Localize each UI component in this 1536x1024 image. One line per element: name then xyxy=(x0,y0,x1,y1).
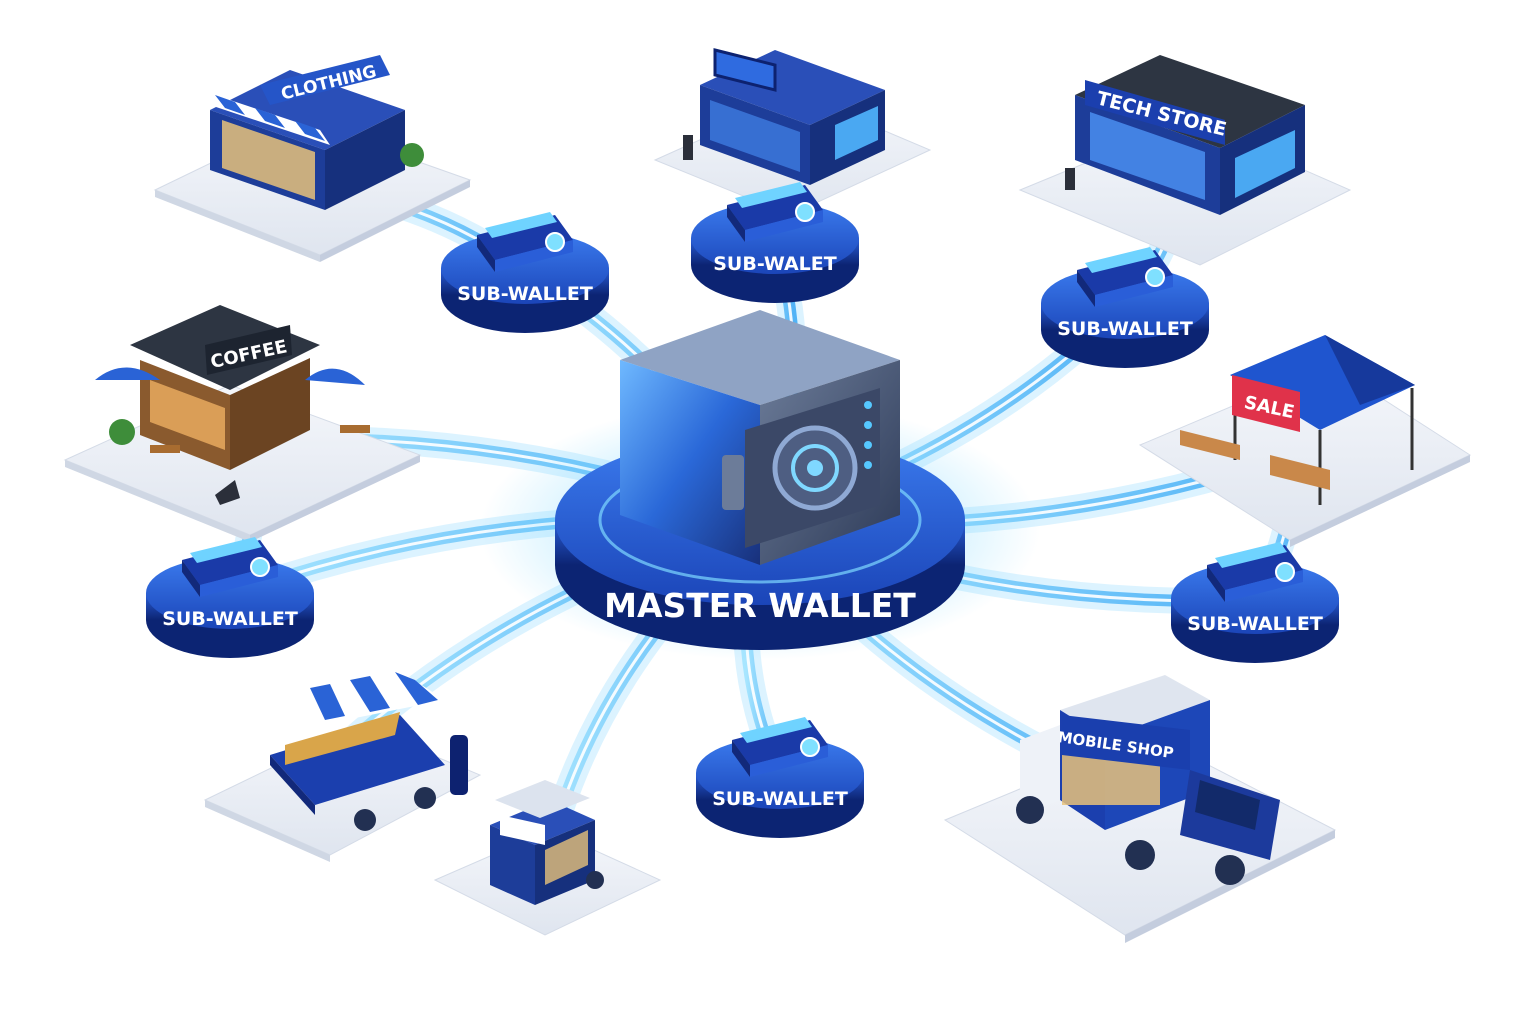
sub-wallet-node: SUB-WALET xyxy=(691,182,859,303)
master-wallet-hub: MASTER WALLET xyxy=(480,310,1040,660)
coffee-shop: COFFEE xyxy=(63,305,422,542)
sub-wallet-nodes: SUB-WALLET SUB-WALET SUB-WALLET SUB-WALLET S… xyxy=(146,182,1339,838)
sale-tent: SALE xyxy=(1138,335,1472,547)
sub-wallet-label: SUB-WALLET xyxy=(162,608,298,630)
wallet-icon xyxy=(1077,247,1173,307)
sub-wallet-label: SUB-WALLET xyxy=(1057,318,1193,340)
sub-wallet-label: SUB-WALLET xyxy=(712,788,848,810)
sub-wallet-label: SUB-WALET xyxy=(713,253,837,275)
sub-wallet-node: SUB-WALLET xyxy=(1041,247,1209,368)
sub-wallet-node: SUB-WALLET xyxy=(441,212,609,333)
wallet-icon xyxy=(477,212,573,272)
clothing-store: CLOTHING xyxy=(153,55,472,262)
master-wallet-label: MASTER WALLET xyxy=(604,586,916,625)
sub-wallet-label: SUB-WALLET xyxy=(1187,613,1323,635)
kiosk-cart xyxy=(433,780,662,936)
vault-icon xyxy=(620,310,900,565)
tech-store: TECH STORE xyxy=(1018,55,1352,266)
top-storefront xyxy=(653,48,932,216)
sub-wallet-node: SUB-WALLET xyxy=(146,537,314,658)
sub-wallet-node: SUB-WALLET xyxy=(1171,542,1339,663)
wallet-icon xyxy=(732,717,828,777)
wallet-icon xyxy=(727,182,823,242)
market-stall-cart xyxy=(203,668,482,862)
wallet-icon xyxy=(1207,542,1303,602)
mobile-shop-truck: MOBILE SHOP xyxy=(943,675,1337,943)
wallet-icon xyxy=(182,537,278,597)
sub-wallet-node: SUB-WALLET xyxy=(696,717,864,838)
sub-wallet-label: SUB-WALLET xyxy=(457,283,593,305)
